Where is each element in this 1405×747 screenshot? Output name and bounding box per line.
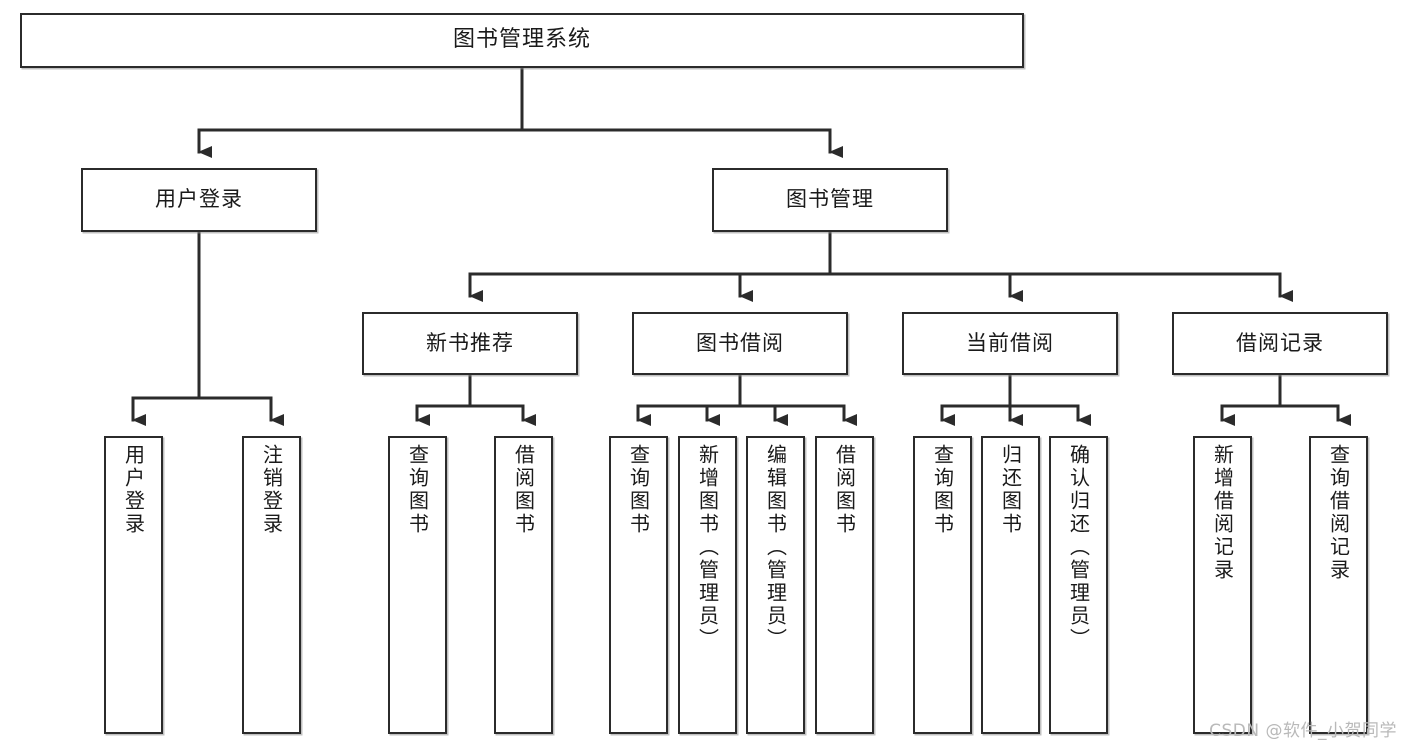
node-new-book-recommend-label: 新书推荐 — [426, 330, 514, 355]
node-current-borrow[interactable]: 当前借阅 — [902, 312, 1118, 375]
node-user-login[interactable]: 用户登录 — [81, 168, 317, 232]
node-leaf-edit-book-admin-label: 编辑图书（管理员） — [763, 444, 788, 651]
node-root-label: 图书管理系统 — [452, 27, 591, 53]
node-leaf-query-book-2[interactable]: 查询图书 — [609, 436, 668, 734]
node-leaf-edit-book-admin[interactable]: 编辑图书（管理员） — [746, 436, 805, 734]
node-leaf-query-book-1[interactable]: 查询图书 — [388, 436, 447, 734]
node-borrow-record-label: 借阅记录 — [1236, 330, 1324, 355]
csdn-watermark: CSDN @软件_小贺同学 — [1209, 721, 1397, 741]
node-book-borrow-label: 图书借阅 — [696, 330, 784, 355]
node-leaf-add-borrow-record-label: 新增借阅记录 — [1210, 444, 1235, 582]
node-leaf-add-borrow-record[interactable]: 新增借阅记录 — [1193, 436, 1252, 734]
node-user-login-label: 用户登录 — [155, 187, 243, 212]
node-leaf-borrow-book-1[interactable]: 借阅图书 — [494, 436, 553, 734]
node-leaf-borrow-book-1-label: 借阅图书 — [511, 444, 536, 536]
node-book-borrow[interactable]: 图书借阅 — [632, 312, 848, 375]
node-leaf-query-book-3[interactable]: 查询图书 — [913, 436, 972, 734]
node-leaf-query-book-3-label: 查询图书 — [930, 444, 955, 536]
node-book-management-label: 图书管理 — [786, 187, 874, 212]
node-leaf-borrow-book-2-label: 借阅图书 — [832, 444, 857, 536]
node-root-system[interactable]: 图书管理系统 — [20, 13, 1024, 68]
node-leaf-confirm-return-admin-label: 确认归还（管理员） — [1066, 444, 1091, 651]
node-leaf-user-login[interactable]: 用户登录 — [104, 436, 163, 734]
node-leaf-return-book-label: 归还图书 — [998, 444, 1023, 536]
node-leaf-add-book-admin[interactable]: 新增图书（管理员） — [678, 436, 737, 734]
node-leaf-logout-login[interactable]: 注销登录 — [242, 436, 301, 734]
node-book-management[interactable]: 图书管理 — [712, 168, 948, 232]
node-leaf-query-book-1-label: 查询图书 — [405, 444, 430, 536]
node-new-book-recommend[interactable]: 新书推荐 — [362, 312, 578, 375]
node-leaf-query-borrow-record-label: 查询借阅记录 — [1326, 444, 1351, 582]
node-leaf-query-book-2-label: 查询图书 — [626, 444, 651, 536]
node-leaf-return-book[interactable]: 归还图书 — [981, 436, 1040, 734]
node-leaf-borrow-book-2[interactable]: 借阅图书 — [815, 436, 874, 734]
node-current-borrow-label: 当前借阅 — [966, 330, 1054, 355]
node-leaf-add-book-admin-label: 新增图书（管理员） — [695, 444, 720, 651]
node-leaf-logout-login-label: 注销登录 — [259, 444, 284, 536]
node-leaf-user-login-label: 用户登录 — [121, 444, 146, 536]
node-borrow-record[interactable]: 借阅记录 — [1172, 312, 1388, 375]
node-leaf-query-borrow-record[interactable]: 查询借阅记录 — [1309, 436, 1368, 734]
node-leaf-confirm-return-admin[interactable]: 确认归还（管理员） — [1049, 436, 1108, 734]
